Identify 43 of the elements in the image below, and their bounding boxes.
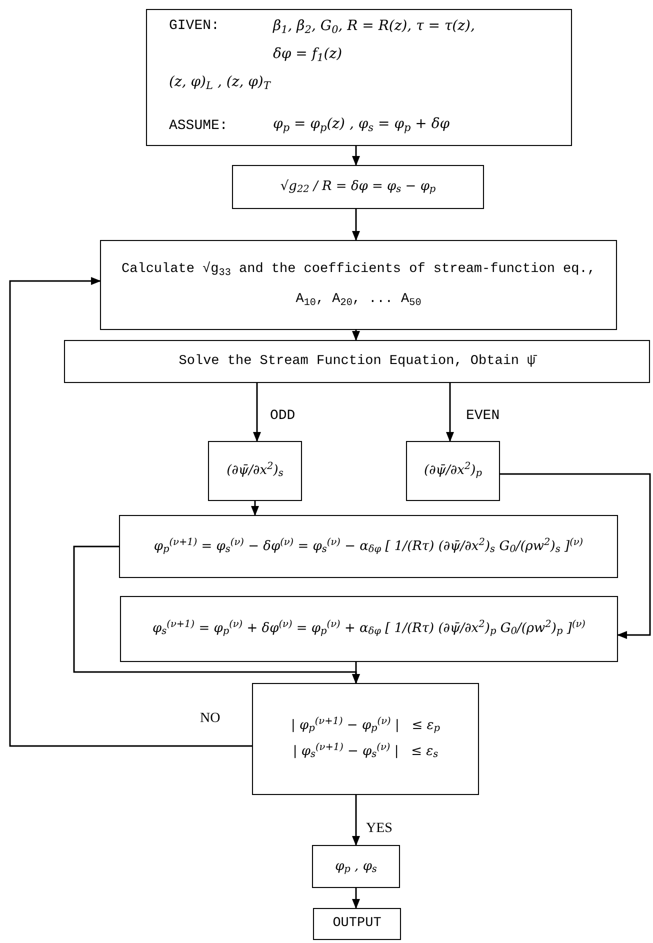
update-formula-box — [119, 515, 618, 578]
formula-box — [232, 165, 484, 209]
step-text: Solve the Stream Function Equation, Obtain ψ̄ — [178, 352, 536, 370]
formula: δφ = f$_{1}$(z) — [273, 45, 342, 65]
arrow — [253, 383, 261, 442]
arrow — [500, 473, 651, 639]
formula: β$_{1}$, β$_{2}$, G$_{0}$, R = R(z), τ = τ(z), — [273, 17, 475, 37]
result-box — [312, 845, 400, 888]
arrow — [446, 383, 454, 442]
derivative-box — [406, 441, 500, 501]
step-text: OUTPUT — [332, 915, 382, 933]
derivative-box — [208, 441, 302, 501]
formula: φ$_{p}$ , φ$_{s}$ — [335, 858, 377, 877]
arrow — [352, 662, 360, 684]
edge-label: EVEN — [466, 407, 500, 426]
section-label: GIVEN: — [169, 17, 220, 36]
formula: √g$_{22}$ / R = δφ = φ$_{s}$ − φ$_{p}$ — [280, 178, 436, 198]
formula: (z, φ)$_{L}$ , (z, φ)$_{T}$ — [169, 73, 270, 93]
formula: φ$_{p}$ = φ$_{p}$(z) , φ$_{s}$ = φ$_{p}$ + δφ — [273, 115, 450, 135]
arrow — [352, 795, 360, 846]
step-text: Calculate √g$_{33}$ and the coefficients of stream-function eq., A$_{10}$, A$_{20}$, ... A$_{50}$ — [120, 260, 596, 311]
formula: φ$_{p}$$^{(ν+1)}$ = φ$_{s}$$^{(ν)}$ − δφ$^{(ν)}$ = φ$_{s}$$^{(ν)}$ − α$_{δφ}$ [ 1/(Rτ) (∂ψ̄/∂x$^{2}$)$_{s}$ G$_{0}$/(ρw$^{2}$)$_{s}$ ]$^{(ν)}$ — [154, 536, 584, 557]
given-assume-box — [146, 9, 572, 146]
formula: (∂ψ̄/∂x$^{2}$)$_{s}$ — [226, 460, 284, 482]
process-box — [64, 340, 650, 383]
section-label: ASSUME: — [169, 117, 228, 136]
formula: φ$_{s}$$^{(ν+1)}$ = φ$_{p}$$^{(ν)}$ + δφ$^{(ν)}$ = φ$_{p}$$^{(ν)}$ + α$_{δφ}$ [ 1/(Rτ) (∂ψ̄/∂x$^{2}$)$_{p}$ G$_{0}$/(ρw$^{2}$)$_{p}$ ]$^{(ν)}$ — [152, 618, 586, 640]
update-formula-box — [120, 596, 618, 662]
formula: | φ$_{p}$$^{(ν+1)}$ − φ$_{p}$$^{(ν)}$ | ≤ ε$_{p}$ — [290, 715, 440, 736]
edge-label: YES — [366, 820, 392, 838]
edge-label: NO — [200, 710, 220, 728]
formula: | φ$_{s}$$^{(ν+1)}$ − φ$_{s}$$^{(ν)}$ | ≤ ε$_{s}$ — [292, 741, 438, 762]
process-box — [100, 240, 617, 330]
output-box — [313, 908, 401, 940]
convergence-check-box — [252, 683, 479, 795]
edge-label: ODD — [270, 407, 296, 426]
arrow — [352, 330, 360, 341]
arrow — [9, 277, 252, 747]
arrow — [251, 501, 259, 516]
arrow — [352, 146, 360, 166]
arrow — [352, 209, 360, 241]
formula: (∂ψ̄/∂x$^{2}$)$_{p}$ — [424, 460, 482, 482]
arrow — [352, 888, 360, 909]
